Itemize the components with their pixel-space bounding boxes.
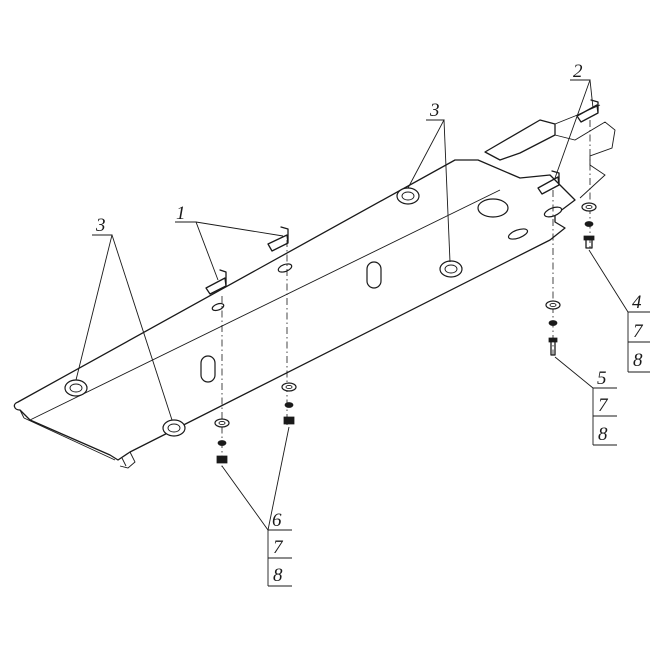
- slot-rear: [211, 302, 225, 312]
- grommet: [396, 187, 420, 205]
- callout-5: 5: [597, 368, 607, 389]
- callout-4-sub-7: 7: [633, 321, 644, 342]
- bracket-rear: [205, 269, 227, 295]
- leader-lines: [75, 79, 650, 587]
- bracket-front-1: [537, 170, 560, 195]
- callout-6: 6: [272, 510, 282, 531]
- fasteners: [214, 202, 597, 464]
- skid-plate: [13, 104, 616, 469]
- callout-6-sub-7: 7: [273, 537, 284, 558]
- callout-labels: 1 2 3 3 4 7 8 5 7 8 6 7 8: [95, 61, 644, 586]
- plate-holes: [200, 198, 563, 383]
- grommet: [162, 419, 186, 437]
- grommets: [64, 187, 463, 437]
- callout-2: 2: [573, 61, 583, 82]
- callout-3-front: 3: [429, 100, 440, 121]
- callout-6-sub-8: 8: [273, 565, 283, 586]
- center-slot: [366, 261, 382, 289]
- brackets: [205, 99, 599, 295]
- slot-front-1: [507, 228, 529, 240]
- callout-5-sub-8: 8: [598, 424, 608, 445]
- callout-1: 1: [176, 203, 186, 224]
- grommet: [439, 260, 463, 278]
- rear-slot: [200, 355, 216, 383]
- grommet: [64, 379, 88, 397]
- bracket-mid: [267, 226, 289, 252]
- large-round-hole: [477, 198, 509, 218]
- axis-lines: [221, 120, 591, 470]
- callout-4: 4: [632, 292, 642, 313]
- slot-front-2: [543, 206, 563, 218]
- callout-5-sub-7: 7: [598, 395, 609, 416]
- callout-4-sub-8: 8: [633, 350, 643, 371]
- slot-mid: [277, 263, 293, 273]
- callout-3-rear: 3: [95, 215, 106, 236]
- bracket-front-2: [576, 99, 599, 123]
